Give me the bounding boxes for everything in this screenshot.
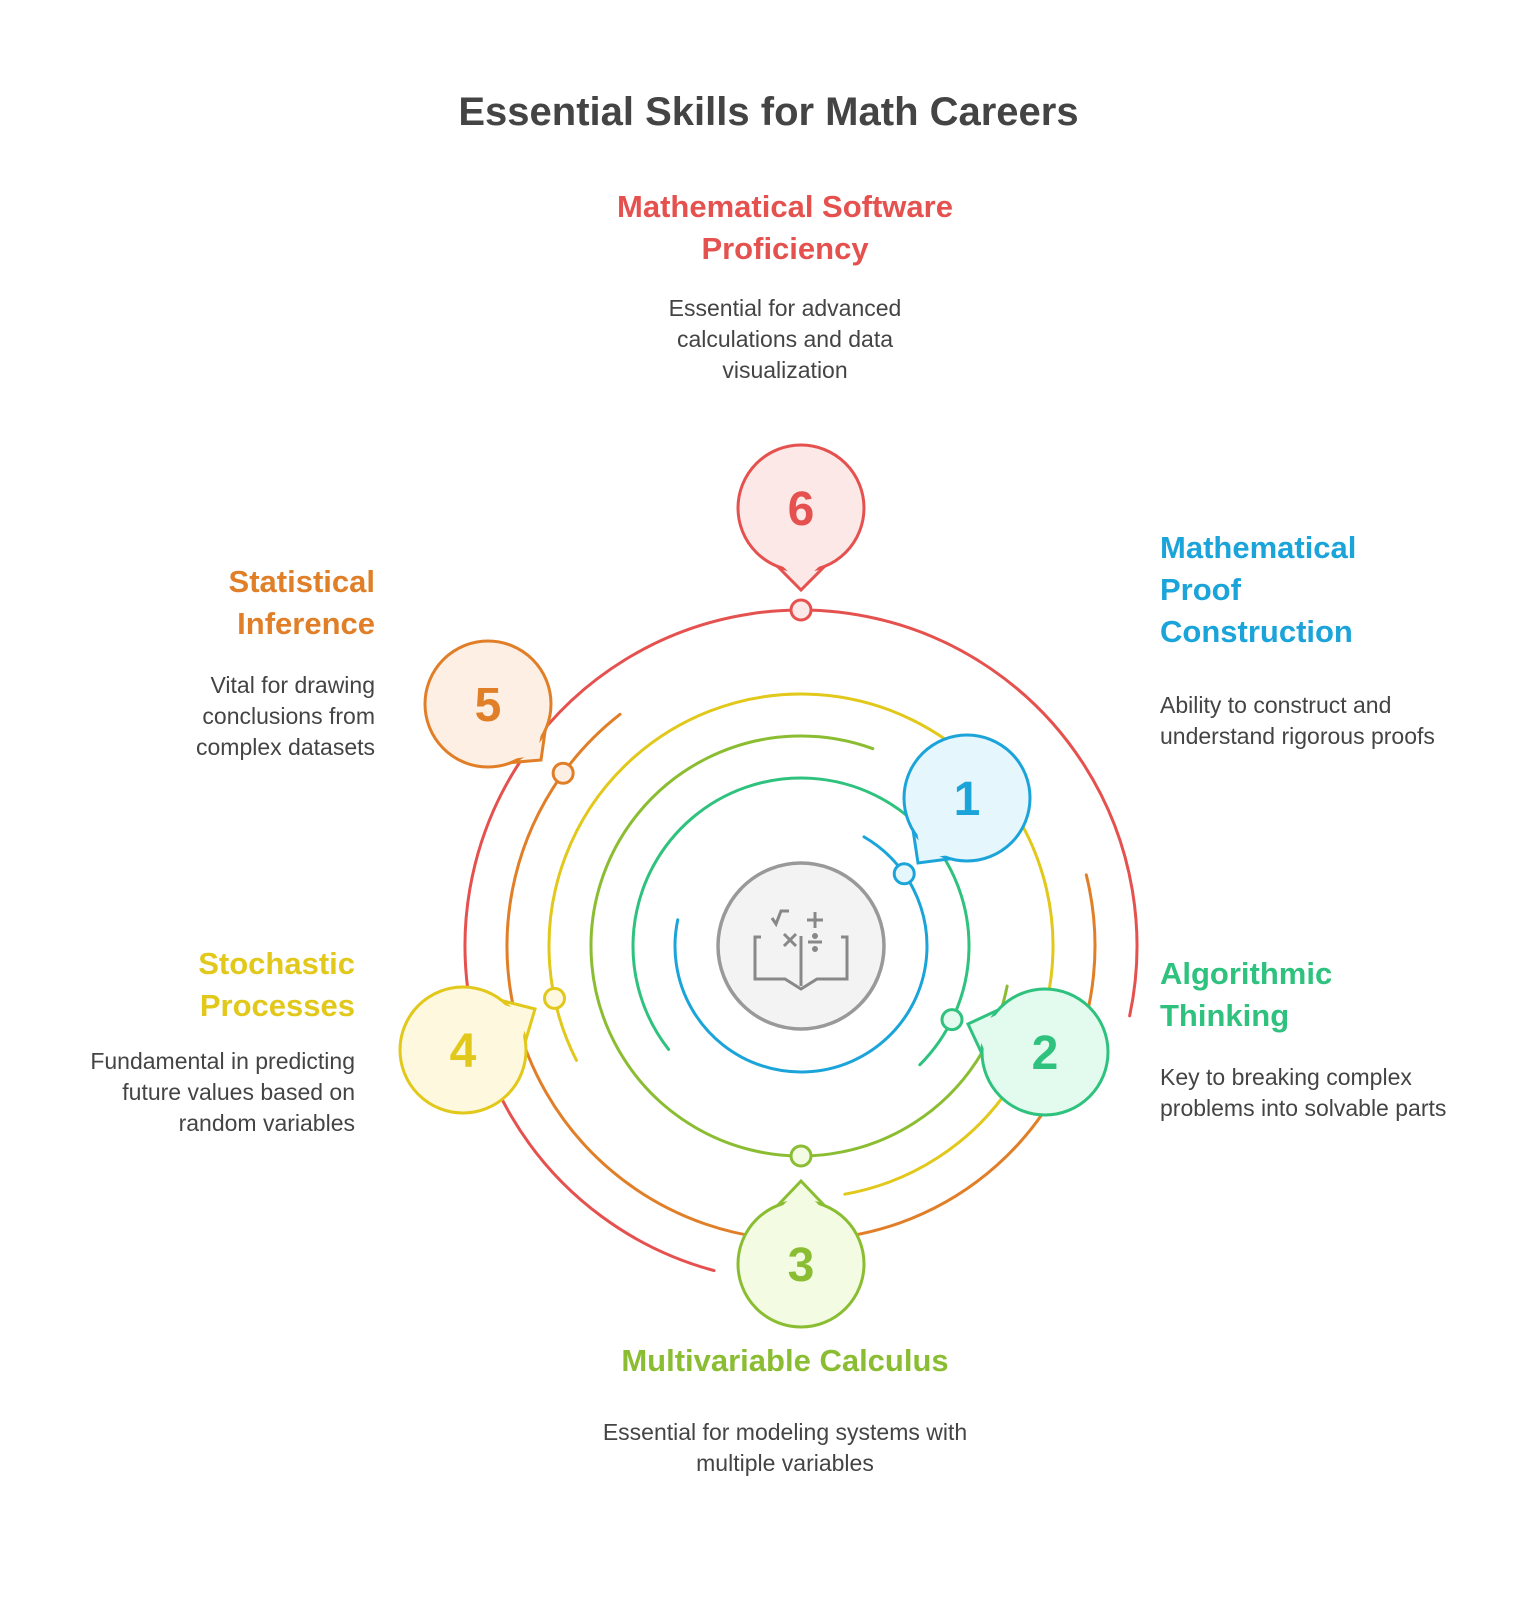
bubble-tail-fill-6 [780, 564, 822, 584]
bubble-number-1: 1 [954, 773, 981, 826]
bubble-tail-fill-1 [916, 831, 949, 859]
ring-marker-1 [892, 862, 916, 886]
skill-5-title: Statistical Inference [228, 564, 375, 641]
skill-5-description: Vital for drawing conclusions from compl… [196, 672, 375, 760]
bubble-2 [980, 987, 1110, 1117]
bubble-1 [902, 733, 1032, 863]
skill-4-title: Stochastic Processes [198, 946, 355, 1023]
bubble-5 [423, 639, 553, 769]
bubble-number-3: 3 [788, 1239, 815, 1292]
skill-1-description: Ability to construct and understand rigo… [1160, 692, 1435, 749]
bubble-tail-fill-3 [780, 1187, 822, 1208]
ring-1 [673, 835, 929, 1074]
bubble-tail-fill-5 [512, 731, 542, 759]
skill-2-description: Key to breaking complex problems into so… [1160, 1064, 1447, 1121]
ring-marker-6 [789, 598, 813, 622]
skill-3-title: Multivariable Calculus [621, 1343, 949, 1378]
skill-1-title: Mathematical Proof Construction [1160, 530, 1357, 649]
ring-3 [589, 734, 1009, 1158]
ring-marker-3 [789, 1144, 813, 1168]
skill-3-description: Essential for modeling systems with mult… [602, 1419, 968, 1476]
bubble-tail-fill-2 [973, 1013, 999, 1052]
bubble-tail-fill-4 [502, 1004, 530, 1040]
bubble-number-6: 6 [788, 483, 815, 536]
ring-6 [463, 608, 1139, 1273]
bubble-number-5: 5 [475, 679, 502, 732]
ring-marker-5 [551, 761, 575, 785]
bubble-number-2: 2 [1032, 1027, 1059, 1080]
skill-6-title: Mathematical Software Proficiency [617, 189, 953, 266]
ring-marker-4 [543, 986, 567, 1010]
skill-2-title: Algorithmic Thinking [1160, 956, 1333, 1033]
math-book-icon [753, 909, 849, 991]
skill-4-description: Fundamental in predicting future values … [90, 1048, 355, 1136]
bubble-4 [398, 985, 528, 1115]
bubble-number-4: 4 [450, 1025, 477, 1078]
ring-2 [631, 776, 971, 1067]
diagram-title: Essential Skills for Math Careers [458, 90, 1079, 134]
skill-6-description: Essential for advanced calculations and … [668, 295, 902, 383]
ring-marker-2 [940, 1008, 964, 1032]
